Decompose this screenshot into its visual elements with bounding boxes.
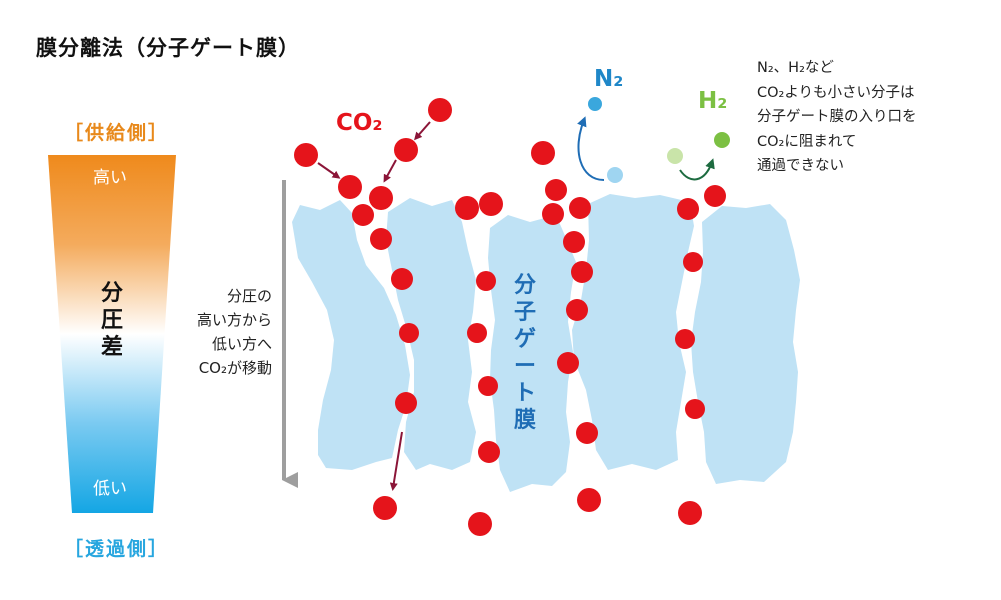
h2-molecule-deflected: [714, 132, 730, 148]
pd-char: 差: [100, 335, 123, 360]
co2-molecule: [478, 441, 500, 463]
co2-molecule: [476, 271, 496, 291]
co2-molecules: [294, 98, 726, 536]
co2-molecule: [542, 203, 564, 225]
membrane-label-char: ト: [513, 381, 536, 406]
note-line: 分子ゲート膜の入り口を: [757, 109, 917, 125]
co2-molecule: [395, 392, 417, 414]
n2-molecule-approaching: [607, 167, 623, 183]
co2-molecule: [428, 98, 452, 122]
co2-molecule: [352, 204, 374, 226]
membrane-columns: [292, 194, 800, 492]
membrane-column-2: [386, 198, 476, 470]
co2-label: CO₂: [336, 110, 383, 136]
h2-molecule-approaching: [667, 148, 683, 164]
membrane-column-1: [292, 200, 410, 470]
membrane-column-3: [488, 215, 576, 492]
co2-molecule: [373, 496, 397, 520]
partial-pressure-difference-label: 分 圧 差: [97, 280, 127, 361]
co2-molecule: [391, 268, 413, 290]
co2-molecule: [571, 261, 593, 283]
co2-flow-arrows: [317, 121, 431, 491]
membrane-label-char: ー: [513, 354, 536, 379]
co2-molecule: [675, 329, 695, 349]
membrane-label-char: 子: [513, 300, 536, 325]
co2-molecule: [545, 179, 567, 201]
co2-molecule: [685, 399, 705, 419]
membrane-label-char: ゲ: [513, 327, 536, 352]
co2-molecule: [678, 501, 702, 525]
movement-note-line: CO₂が移動: [198, 359, 272, 377]
membrane-label-char: 分: [513, 273, 536, 298]
membrane-label: 分 子 ゲ ー ト 膜: [510, 272, 540, 434]
co2-molecule: [569, 197, 591, 219]
n2-molecule-deflected: [588, 97, 602, 111]
h2-label: H₂: [698, 88, 728, 114]
co2-molecule: [683, 252, 703, 272]
co2-molecule: [577, 488, 601, 512]
co2-molecule: [370, 228, 392, 250]
co2-molecule: [455, 196, 479, 220]
co2-molecule: [478, 376, 498, 396]
note-line: CO₂よりも小さい分子は: [757, 84, 915, 101]
co2-molecule: [467, 323, 487, 343]
co2-molecule: [576, 422, 598, 444]
note-line: 通過できない: [757, 158, 844, 174]
movement-note-line: 高い方から: [196, 311, 272, 329]
pd-char: 分: [100, 281, 123, 306]
feed-side-label: ［供給側］: [64, 122, 170, 144]
co2-arrow: [383, 159, 397, 183]
co2-molecule: [563, 231, 585, 253]
co2-molecule: [468, 512, 492, 536]
note-line: N₂、H₂など: [757, 60, 834, 76]
movement-note: 分圧の 高い方から 低い方へ CO₂が移動: [160, 284, 272, 380]
movement-note-line: 低い方へ: [211, 335, 272, 353]
blocked-molecules-note: N₂、H₂など CO₂よりも小さい分子は 分子ゲート膜の入り口を CO₂に阻まれ…: [757, 56, 917, 179]
co2-molecule: [399, 323, 419, 343]
co2-arrow: [414, 121, 431, 141]
h2-deflection-arrow: [679, 158, 715, 181]
pd-char: 圧: [100, 308, 123, 333]
co2-molecule: [704, 185, 726, 207]
n2-deflection-arrow: [577, 116, 605, 181]
movement-note-line: 分圧の: [226, 287, 272, 305]
gradient-low-label: 低い: [93, 479, 127, 499]
page-title: 膜分離法（分子ゲート膜）: [36, 36, 300, 60]
co2-arrow: [317, 162, 341, 179]
membrane-column-5: [691, 204, 800, 484]
co2-molecule: [531, 141, 555, 165]
co2-molecule: [479, 192, 503, 216]
co2-molecule: [566, 299, 588, 321]
membrane-column-4: [572, 194, 694, 470]
gradient-high-label: 高い: [93, 168, 127, 188]
co2-molecule: [394, 138, 418, 162]
n2-label: N₂: [594, 66, 624, 92]
co2-molecule: [557, 352, 579, 374]
note-line: CO₂に阻まれて: [757, 133, 857, 150]
permeate-side-label: ［透過側］: [64, 538, 170, 560]
co2-molecule: [338, 175, 362, 199]
partial-pressure-gradient-bar: [48, 155, 176, 513]
co2-molecule: [677, 198, 699, 220]
co2-molecule: [369, 186, 393, 210]
membrane-label-char: 膜: [513, 408, 536, 433]
co2-molecule: [294, 143, 318, 167]
co2-arrow: [389, 431, 403, 491]
